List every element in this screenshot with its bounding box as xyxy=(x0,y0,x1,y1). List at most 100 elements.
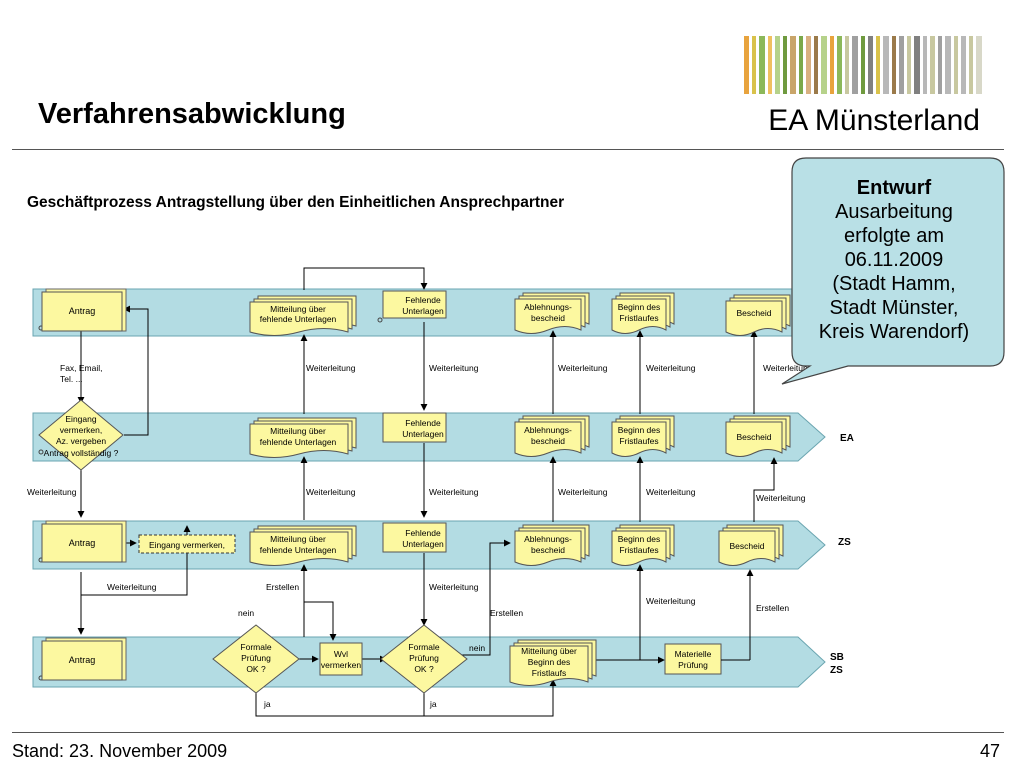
header-divider xyxy=(12,149,1004,150)
callout-line-5: (Stadt Hamm, xyxy=(832,273,956,295)
node-fehlende-3-l1: Fehlende xyxy=(405,528,441,538)
node-beginn-1: Beginn des Fristlaufes xyxy=(611,292,675,334)
label-weiterleitung-4: Weiterleitung xyxy=(646,363,696,373)
label-tel: Tel. ... xyxy=(60,374,83,384)
process-diagram: Geschäftprozess Antragstellung über den … xyxy=(27,157,1005,717)
node-materielle-l1: Materielle xyxy=(675,649,712,659)
node-beginn-2-l1: Beginn des xyxy=(618,425,661,435)
node-mitteilung-1-l1: Mitteilung über xyxy=(270,304,326,314)
node-fehlende-2-l2: Unterlagen xyxy=(402,429,444,439)
node-eingang-decision: Eingang vermerken, Az. vergeben Antrag v… xyxy=(38,399,124,471)
node-fehlende-1-l2: Unterlagen xyxy=(402,306,444,316)
label-fax: Fax, Email, xyxy=(60,363,103,373)
lane-label-zs-2: ZS xyxy=(830,665,843,676)
node-ablehnung-3-l2: bescheid xyxy=(531,545,565,555)
node-mitteilung-1: Mitteilung über fehlende Unterlagen xyxy=(249,295,357,336)
label-weiterleitung-13: Weiterleitung xyxy=(429,582,479,592)
node-bescheid-3: Bescheid xyxy=(718,524,784,566)
node-ablehnung-3: Ablehnungs- bescheid xyxy=(514,524,590,566)
page-title: Verfahrensabwicklung xyxy=(38,98,346,130)
label-weiterleitung-8: Weiterleitung xyxy=(429,487,479,497)
node-bescheid-1: Bescheid xyxy=(725,294,791,336)
node-wvl-vermerken: Wvl vermerken xyxy=(319,642,363,676)
lane-label-ea: EA xyxy=(840,433,854,444)
node-beginn-1-l2: Fristlaufes xyxy=(619,313,658,323)
node-mitteilung-beginn: Mitteilung über Beginn des Fristlaufs xyxy=(509,639,597,686)
node-formale-1-l1: Formale xyxy=(240,642,271,652)
label-nein-2: nein xyxy=(469,643,485,653)
label-erstellen-1: Erstellen xyxy=(266,582,299,592)
footer-stand: Stand: 23. November 2009 xyxy=(12,741,228,761)
node-wvl-l1: Wvl xyxy=(334,649,348,659)
node-fehlende-3: Fehlende Unterlagen xyxy=(382,522,447,553)
label-weiterleitung-1: Weiterleitung xyxy=(306,363,356,373)
node-eingang-l1: Eingang xyxy=(65,414,96,424)
node-eingang-l3: Az. vergeben xyxy=(56,436,106,446)
node-beginn-3-l1: Beginn des xyxy=(618,534,661,544)
node-mitteilung-3-l1: Mitteilung über xyxy=(270,534,326,544)
lane-label-sb: SB xyxy=(830,652,844,663)
callout-line-2: Ausarbeitung xyxy=(835,201,953,223)
node-formale-decision-2: Formale Prüfung OK ? xyxy=(380,624,468,694)
node-ablehnung-1-l2: bescheid xyxy=(531,313,565,323)
node-beginn-3-l2: Fristlaufes xyxy=(619,545,658,555)
callout-line-6: Stadt Münster, xyxy=(829,297,959,319)
label-ja-1: ja xyxy=(263,699,271,709)
diagram-heading: Geschäftprozess Antragstellung über den … xyxy=(27,194,564,211)
node-formale-decision-1: Formale Prüfung OK ? xyxy=(212,624,300,694)
node-mitteilung-2-l2: fehlende Unterlagen xyxy=(260,437,337,447)
node-eingang-vermerken-label: Eingang vermerken, xyxy=(149,540,225,550)
edge-labels: Fax, Email, Tel. ... Weiterleitung Weite… xyxy=(27,363,813,709)
node-wvl-l2: vermerken xyxy=(321,660,361,670)
node-formale-2-l3: OK ? xyxy=(414,664,434,674)
node-formale-1-l3: OK ? xyxy=(246,664,266,674)
node-antrag-2-label: Antrag xyxy=(69,538,96,548)
node-formale-2-l1: Formale xyxy=(408,642,439,652)
organization-name: EA Münsterland xyxy=(768,104,980,137)
footer-divider xyxy=(12,732,1004,733)
node-fehlende-1: Fehlende Unterlagen xyxy=(382,290,447,319)
node-materielle-pruefung: Materielle Prüfung xyxy=(664,643,722,675)
callout-line-7: Kreis Warendorf) xyxy=(818,321,970,343)
node-ablehnung-2-l1: Ablehnungs- xyxy=(524,425,572,435)
label-weiterleitung-6: Weiterleitung xyxy=(27,487,77,497)
lane-label-zs: ZS xyxy=(838,537,851,548)
node-beginn-2: Beginn des Fristlaufes xyxy=(611,415,675,457)
label-erstellen-3: Erstellen xyxy=(756,603,789,613)
label-weiterleitung-5: Weiterleitung xyxy=(763,363,813,373)
page-number: 47 xyxy=(979,741,1000,761)
node-mitteilung-2-l1: Mitteilung über xyxy=(270,426,326,436)
callout-text: Entwurf Ausarbeitung erfolgte am 06.11.2… xyxy=(790,176,998,344)
node-formale-2-l2: Prüfung xyxy=(409,653,439,663)
node-bescheid-3-label: Bescheid xyxy=(730,541,765,551)
node-bescheid-2-label: Bescheid xyxy=(737,432,772,442)
label-weiterleitung-3: Weiterleitung xyxy=(558,363,608,373)
label-weiterleitung-7: Weiterleitung xyxy=(306,487,356,497)
label-weiterleitung-12: Weiterleitung xyxy=(107,582,157,592)
node-fehlende-2: Fehlende Unterlagen xyxy=(382,412,447,443)
node-mitteilung-beginn-l1: Mitteilung über xyxy=(521,646,577,656)
node-mitteilung-3-l2: fehlende Unterlagen xyxy=(260,545,337,555)
callout-line-3: erfolgte am xyxy=(843,225,945,247)
node-ablehnung-2: Ablehnungs- bescheid xyxy=(514,415,590,457)
label-weiterleitung-9: Weiterleitung xyxy=(558,487,608,497)
node-mitteilung-1-l2: fehlende Unterlagen xyxy=(260,314,337,324)
node-mitteilung-3: Mitteilung über fehlende Unterlagen xyxy=(249,525,357,566)
node-antrag-1: Antrag xyxy=(41,288,127,332)
node-eingang-l4: Antrag vollständig ? xyxy=(44,448,119,458)
node-ablehnung-3-l1: Ablehnungs- xyxy=(524,534,572,544)
node-bescheid-1-label: Bescheid xyxy=(737,308,772,318)
node-beginn-3: Beginn des Fristlaufes xyxy=(611,524,675,566)
node-eingang-vermerken: Eingang vermerken, xyxy=(138,534,236,554)
label-weiterleitung-2: Weiterleitung xyxy=(429,363,479,373)
label-nein-1: nein xyxy=(238,608,254,618)
callout-bubble xyxy=(781,157,1005,385)
node-mitteilung-beginn-l2: Beginn des xyxy=(528,657,571,667)
node-mitteilung-beginn-l3: Fristlaufs xyxy=(532,668,566,678)
node-antrag-3: Antrag xyxy=(41,637,127,681)
node-beginn-1-l1: Beginn des xyxy=(618,302,661,312)
node-beginn-2-l2: Fristlaufes xyxy=(619,436,658,446)
logo-stripes xyxy=(744,36,982,94)
label-erstellen-2: Erstellen xyxy=(490,608,523,618)
node-materielle-l2: Prüfung xyxy=(678,660,708,670)
